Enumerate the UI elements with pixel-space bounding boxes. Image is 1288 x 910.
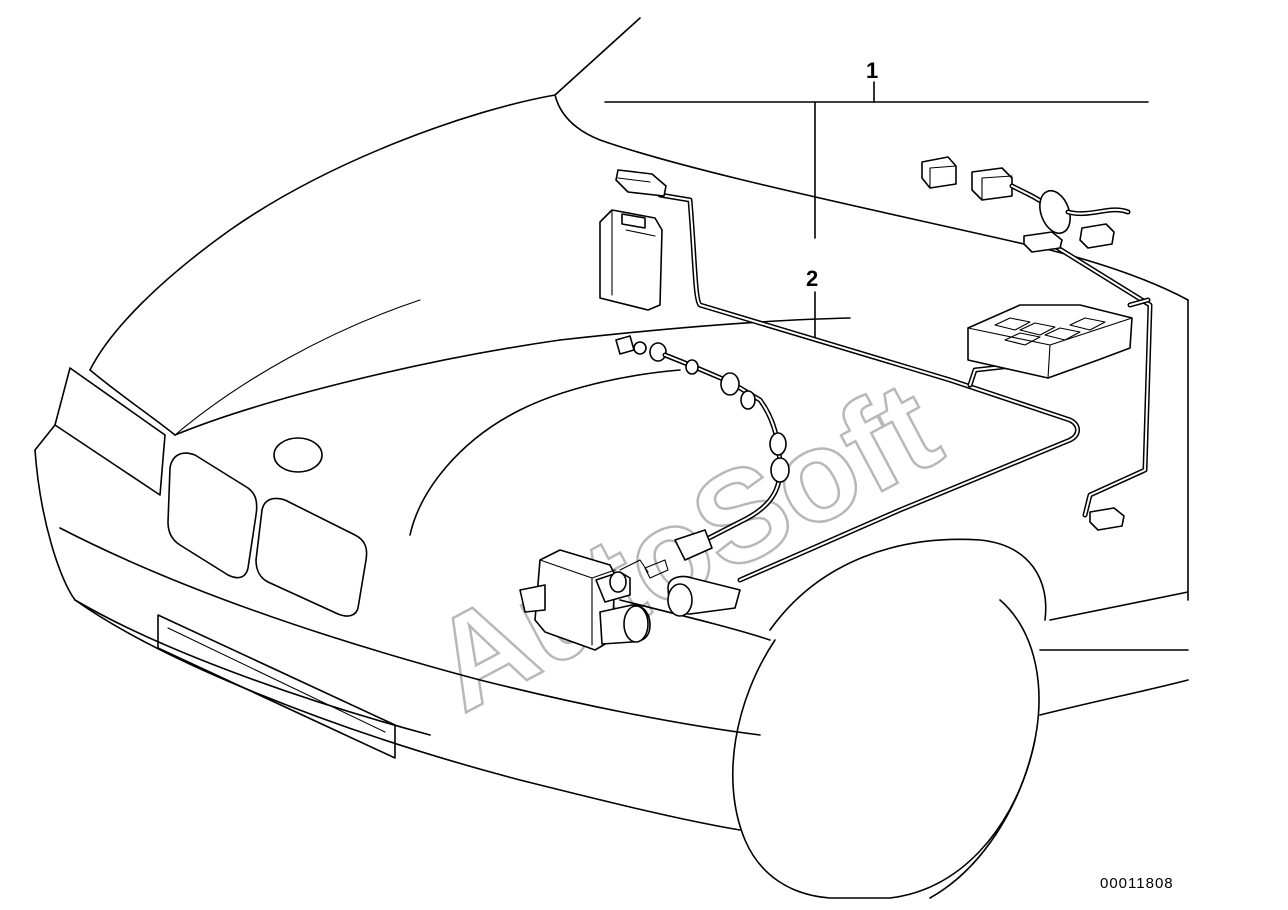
car-body-outline [34, 17, 1189, 899]
lower-right-connector [1089, 507, 1125, 531]
callout-leaders [604, 81, 1149, 341]
sensor-cable-assembly [615, 335, 790, 579]
emblem-icon [273, 437, 323, 473]
sensor-probe [667, 575, 741, 617]
fuse-relay-box [967, 304, 1133, 379]
control-module [599, 209, 663, 311]
relay-connector [921, 156, 957, 189]
document-number: 00011808 [1100, 875, 1174, 892]
small-connector [1023, 231, 1063, 253]
callout-2: 2 [806, 266, 818, 291]
harness-connector-top [615, 169, 667, 197]
callout-1: 1 [866, 58, 878, 83]
sensor-pigtail [971, 167, 1131, 249]
actuator-unit [519, 549, 651, 651]
wiring-harness [657, 192, 1153, 583]
